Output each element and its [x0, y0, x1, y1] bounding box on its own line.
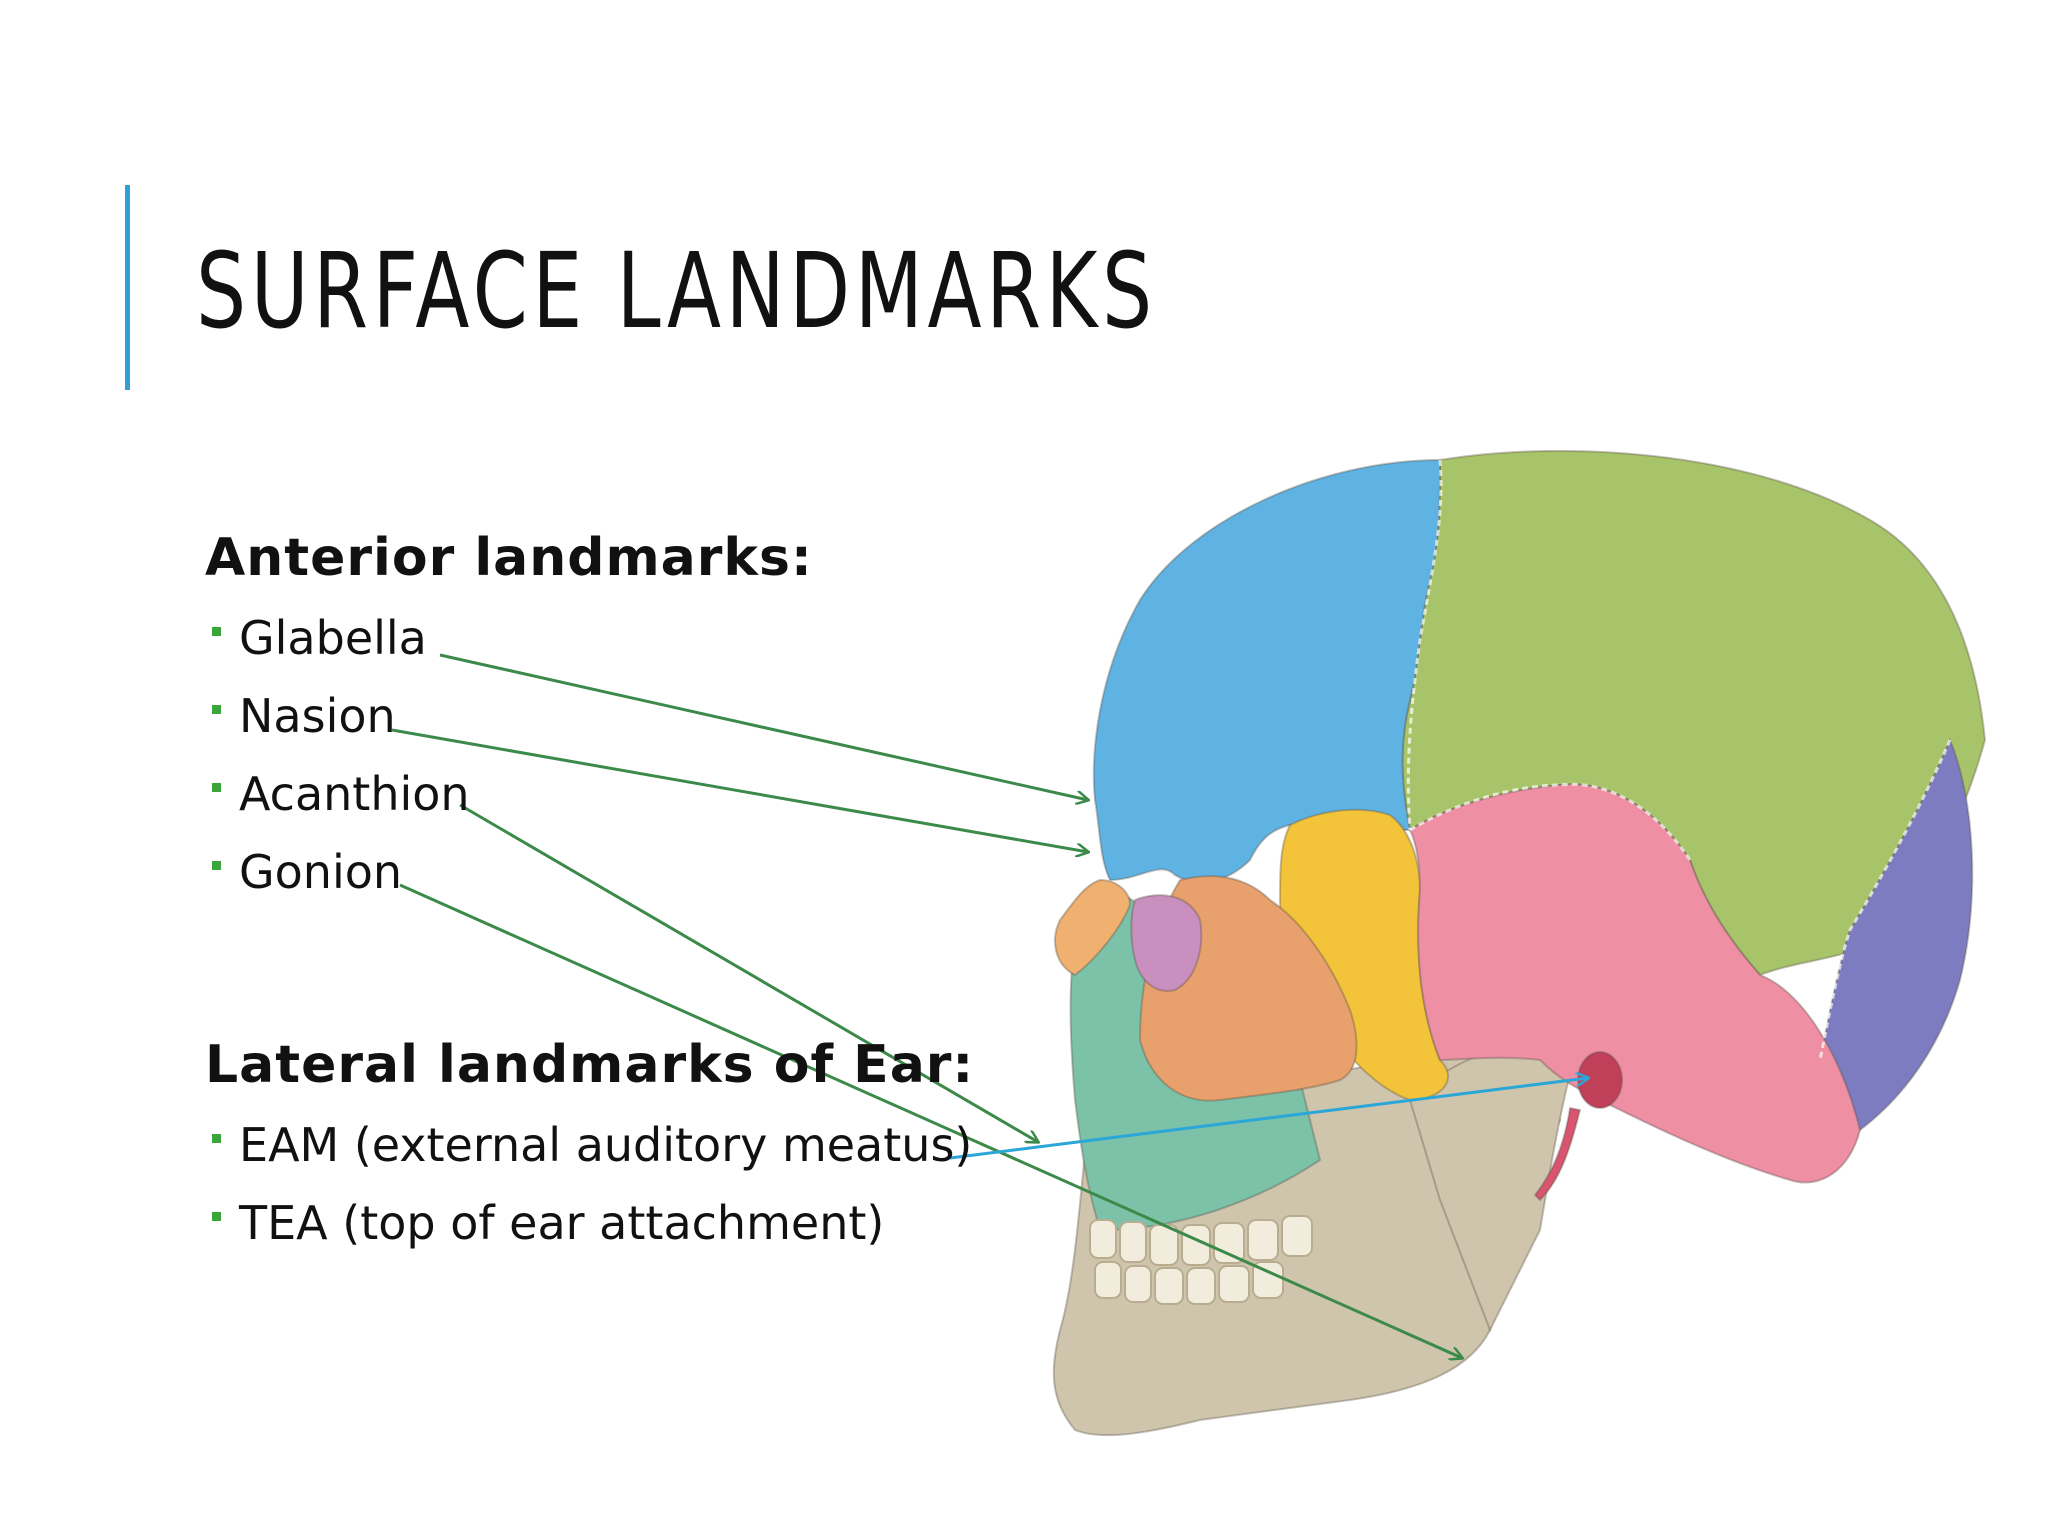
orbit-lacrimal [1130, 894, 1203, 992]
list-item-acanthion: Acanthion [212, 764, 470, 842]
list-item-eam: EAM (external auditory meatus) [212, 1115, 972, 1193]
temporal-bone [1408, 783, 1862, 1184]
lambdoid-suture [1818, 739, 1952, 1061]
arrow-glabella [439, 653, 1088, 800]
list-item-label: Glabella [239, 611, 427, 665]
list-item-label: Gonion [239, 845, 403, 899]
arrow-nasion [391, 728, 1088, 852]
styloid-process [1533, 1106, 1582, 1202]
list-item-label: TEA (top of ear attachment) [239, 1196, 885, 1250]
lateral-landmarks-list: EAM (external auditory meatus) TEA (top … [212, 1115, 972, 1271]
arrow-eam [949, 1078, 1588, 1160]
bullet-icon [212, 1134, 221, 1143]
list-item-label: EAM (external auditory meatus) [239, 1118, 973, 1172]
list-item-gonion: Gonion [212, 842, 470, 920]
title-accent-bar [125, 185, 130, 390]
list-item-glabella: Glabella [212, 608, 470, 686]
bullet-icon [212, 783, 221, 792]
squamous-suture [1409, 782, 1692, 861]
external-auditory-meatus [1577, 1051, 1623, 1109]
list-item-label: Nasion [239, 689, 396, 743]
anterior-landmarks-list: Glabella Nasion Acanthion Gonion [212, 608, 470, 920]
list-item-tea: TEA (top of ear attachment) [212, 1193, 972, 1271]
coronal-suture [1406, 459, 1443, 831]
nasal-bone [1054, 878, 1132, 977]
slide-title: SURFACE LANDMARKS [196, 230, 1157, 352]
bullet-icon [212, 627, 221, 636]
bullet-icon [212, 861, 221, 870]
list-item-nasion: Nasion [212, 686, 470, 764]
lateral-landmarks-heading: Lateral landmarks of Ear: [205, 1035, 975, 1095]
arrow-gonion [399, 883, 1462, 1358]
list-item-label: Acanthion [239, 767, 470, 821]
anterior-landmarks-heading: Anterior landmarks: [205, 528, 813, 588]
arrow-acanthion [459, 803, 1038, 1142]
bullet-icon [212, 705, 221, 714]
bullet-icon [212, 1212, 221, 1221]
teeth [1089, 1215, 1313, 1305]
